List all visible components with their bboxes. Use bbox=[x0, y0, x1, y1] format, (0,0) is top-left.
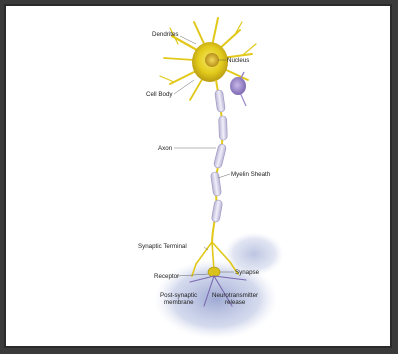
label-synapse: Synapse bbox=[235, 269, 260, 276]
label-post-synaptic-line2: membrane bbox=[164, 299, 194, 306]
label-dendrites: Dendrites bbox=[152, 31, 178, 38]
neuron-diagram: Dendrites Nucleus Cell Body Axon Myelin … bbox=[134, 14, 314, 344]
label-neurotransmitter-line1: Neurotransmitter bbox=[212, 292, 258, 299]
label-post-synaptic-line1: Post-synaptic bbox=[160, 292, 197, 299]
label-myelin-sheath: Myelin Sheath bbox=[231, 171, 271, 178]
myelin-sheath bbox=[210, 90, 227, 223]
nucleus bbox=[205, 53, 219, 67]
label-neurotransmitter-line2: release bbox=[225, 299, 246, 306]
label-synaptic-terminal: Synaptic Terminal bbox=[138, 243, 187, 250]
label-axon: Axon bbox=[158, 145, 173, 152]
neuron-illustration: Dendrites Nucleus Cell Body Axon Myelin … bbox=[134, 14, 314, 344]
label-cell-body: Cell Body bbox=[146, 91, 173, 98]
image-frame: Dendrites Nucleus Cell Body Axon Myelin … bbox=[4, 4, 392, 348]
axon bbox=[210, 80, 227, 244]
label-nucleus: Nucleus bbox=[227, 57, 249, 64]
neighbor-cell bbox=[230, 77, 246, 95]
label-receptor: Receptor bbox=[154, 273, 179, 280]
